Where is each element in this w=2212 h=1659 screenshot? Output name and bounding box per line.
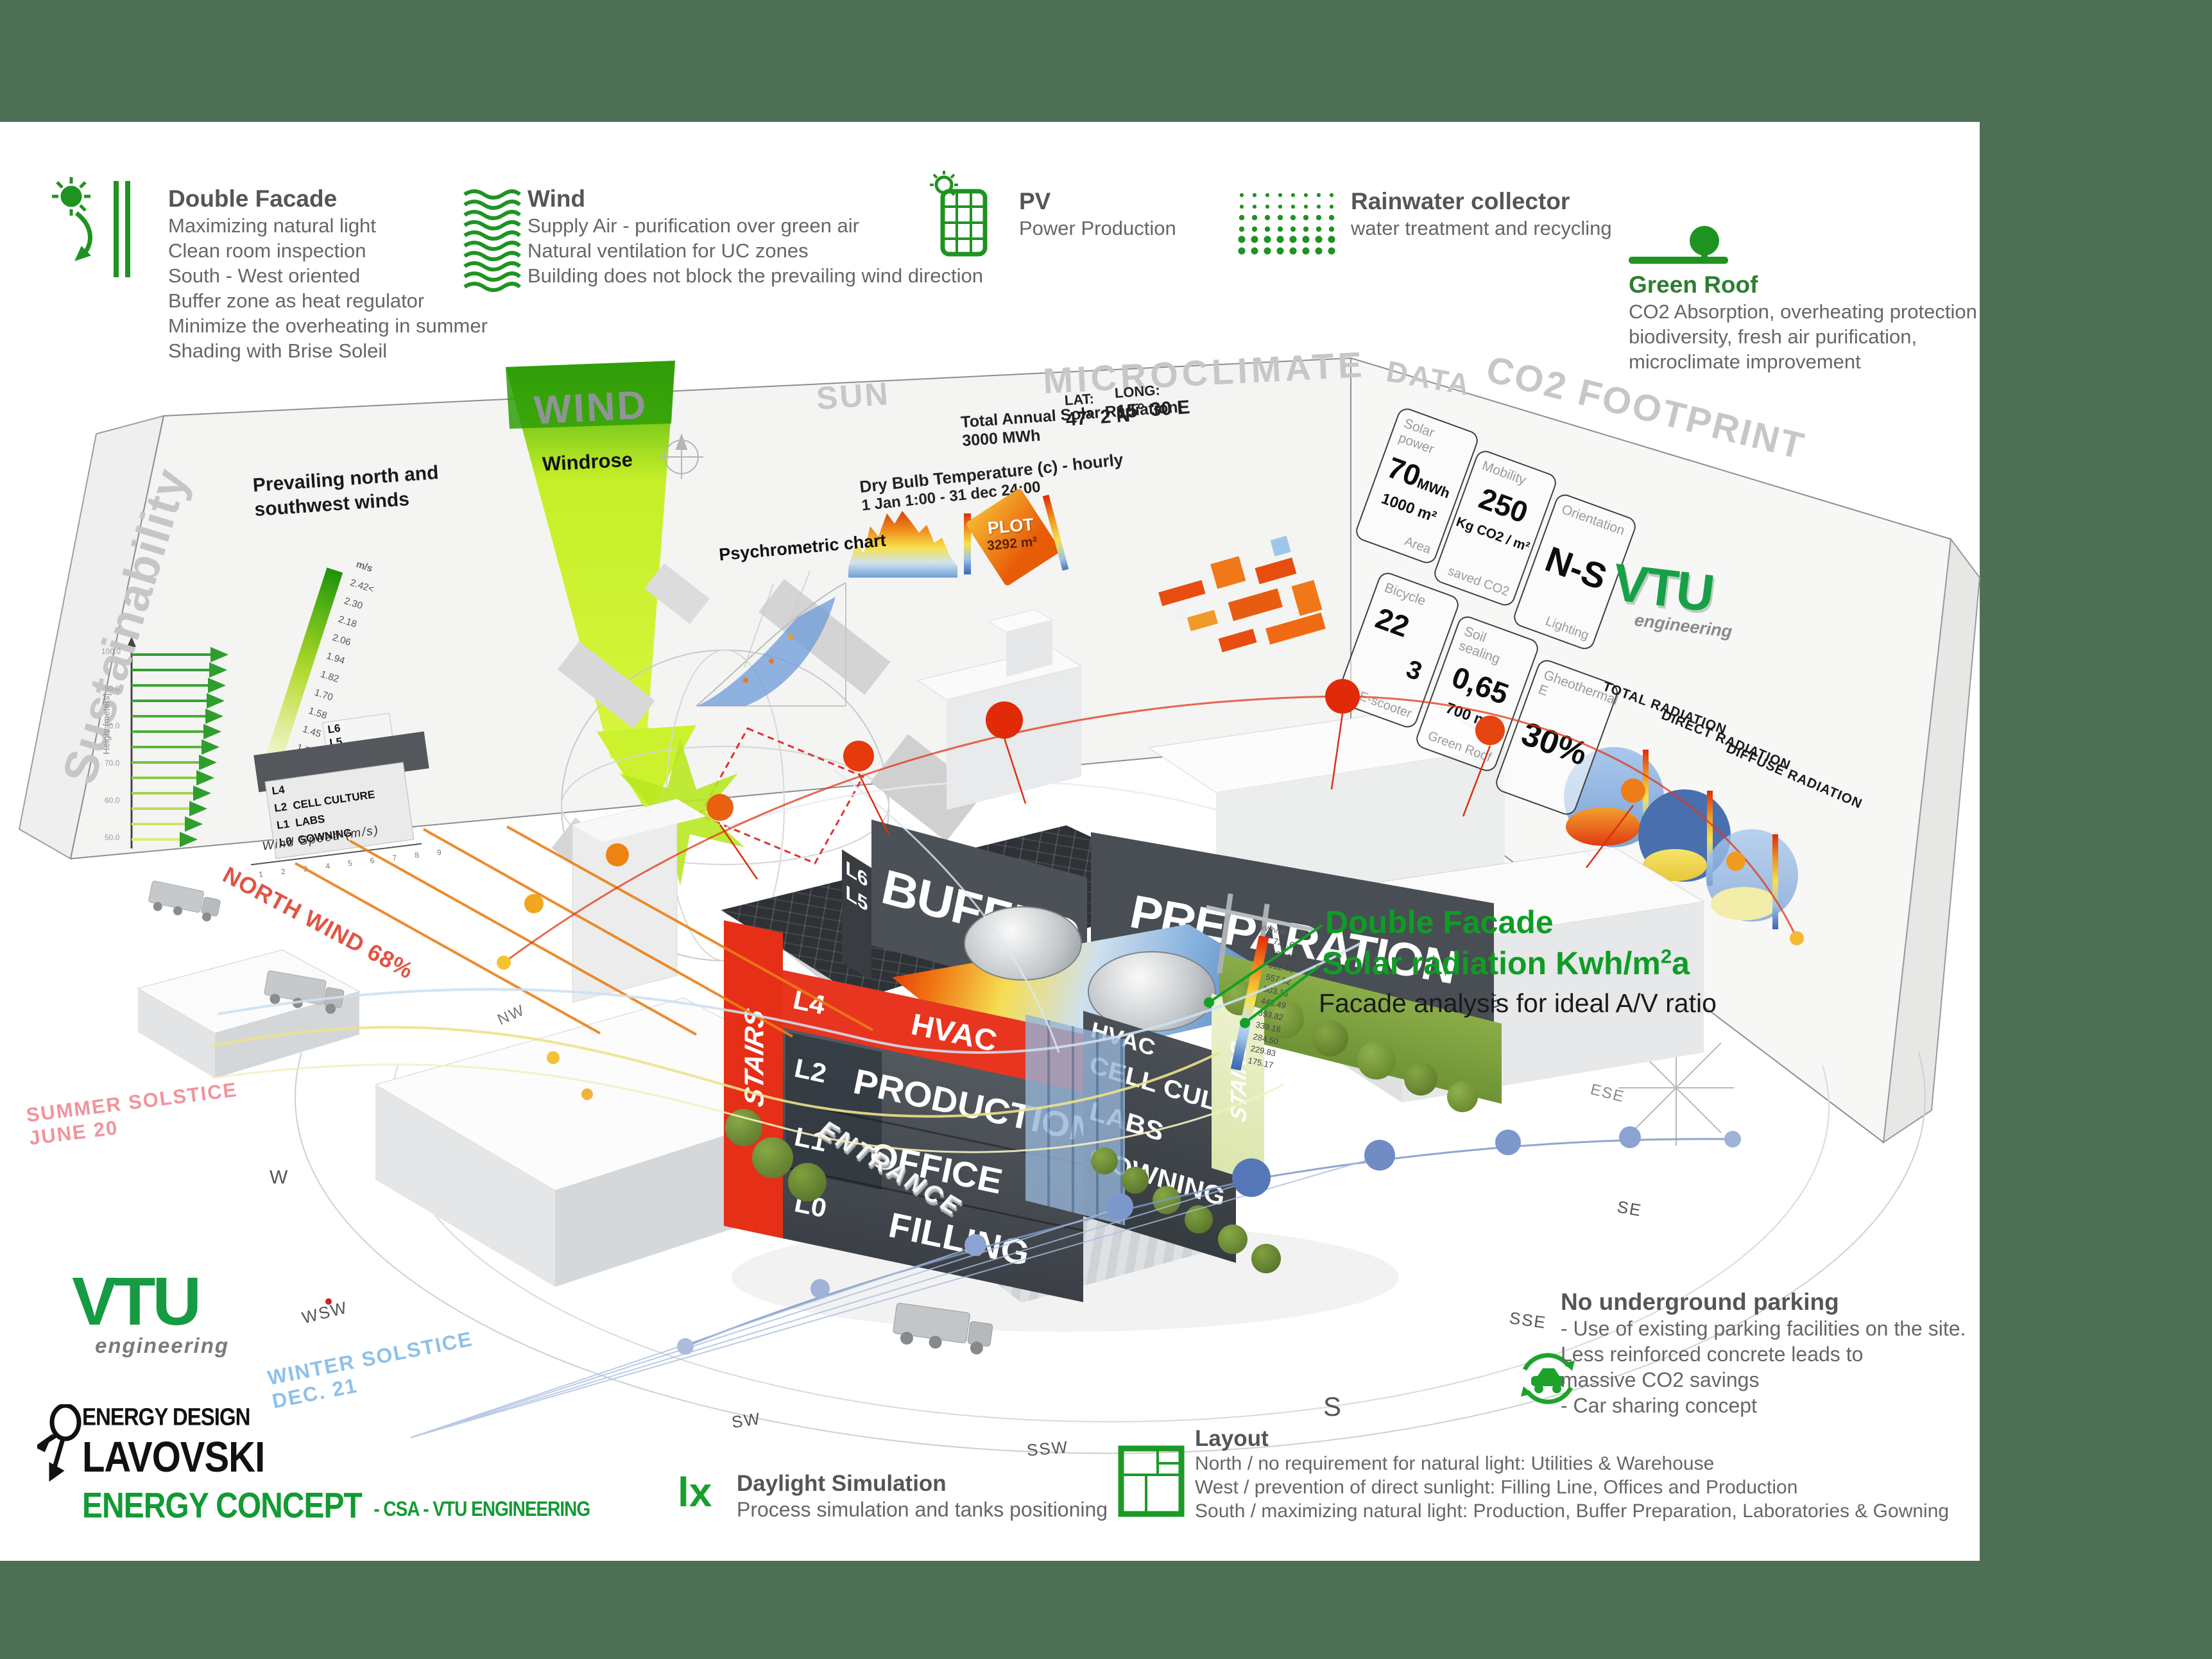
legend-double-facade: Double Facade Maximizing natural light C… <box>168 185 488 362</box>
daylight-simulation-block: Daylight Simulation Process simulation a… <box>737 1471 1108 1521</box>
compass-label-se: SE <box>1615 1196 1644 1221</box>
solar-radiation-annotation: Solar radiation Kwh/m2a <box>1322 945 1690 981</box>
legend-wind: Wind Supply Air - purification over gree… <box>527 185 983 287</box>
roof-tree <box>1357 1041 1396 1079</box>
hedge-tree <box>1218 1225 1247 1254</box>
wind-icon <box>463 189 521 292</box>
energy-design-figure-icon <box>37 1404 81 1482</box>
compass-label-sw: SW <box>730 1408 762 1432</box>
compass-label-s: S <box>1323 1391 1343 1422</box>
hedge-tree <box>1251 1244 1281 1273</box>
roof-tree <box>1447 1081 1478 1112</box>
bush <box>752 1137 793 1178</box>
hedge-tree <box>1091 1148 1118 1174</box>
hedge-tree <box>1122 1167 1149 1194</box>
lux-icon: lx <box>678 1469 712 1515</box>
studio-logo: ENERGY DESIGN LAVOVSKI ENERGY CONCEPT - … <box>82 1403 590 1526</box>
legend-pv: PV Power Production <box>1019 188 1176 239</box>
facade-analysis-note: Facade analysis for ideal A/V ratio <box>1319 988 1717 1018</box>
legend-rainwater: Rainwater collector water treatment and … <box>1351 188 1612 239</box>
sun-wall-header: SUN <box>815 375 891 417</box>
hedge-tree <box>1185 1205 1213 1234</box>
compass-label-w: W <box>270 1167 289 1188</box>
buffer-tank <box>964 906 1082 981</box>
roof-tree <box>1312 1020 1348 1056</box>
compass-label-ssw: SSW <box>1025 1437 1070 1460</box>
layout-block: Layout North / no requirement for natura… <box>1195 1426 1950 1522</box>
pv-icon <box>930 171 988 257</box>
wind-wall-header: WIND <box>533 383 649 433</box>
hedge-tree <box>1153 1186 1181 1214</box>
roof-tree <box>1404 1062 1437 1096</box>
windrose-label: Windrose <box>542 448 633 476</box>
legend-green-roof: Green Roof CO2 Absorption, overheating p… <box>1629 271 1977 373</box>
longitude: LONG: 15° 30 E <box>1114 382 1191 423</box>
layout-icon <box>1118 1445 1185 1517</box>
vtu-footer-logo: VTU engineering <box>72 1264 230 1357</box>
left-stair-tower: STAIRS <box>724 920 783 1239</box>
roof-sign-side: L6 L5 <box>842 849 871 981</box>
green-roof-icon <box>1629 226 1728 264</box>
glass-curtain-wall <box>1025 1014 1125 1226</box>
bush <box>788 1163 827 1201</box>
double-facade-annotation: Double Facade <box>1325 904 1554 940</box>
vtu-wall-logo: VTU engineering <box>1609 553 1733 642</box>
bush <box>725 1109 762 1146</box>
daylight-facade-icon <box>52 177 130 277</box>
rainwater-icon <box>1235 189 1338 257</box>
no-underground-parking-block: No underground parking - Use of existing… <box>1561 1289 1966 1417</box>
